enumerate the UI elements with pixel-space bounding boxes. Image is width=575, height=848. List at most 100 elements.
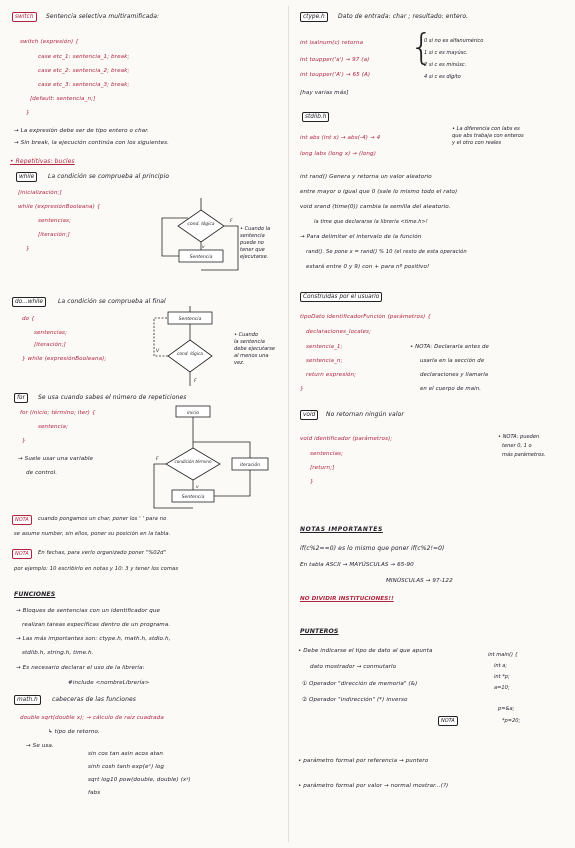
while-body-label: Sentencia [190,254,213,260]
notas-line: MINÚSCULAS → 97-122 [386,578,453,584]
ctype-brace-item: 1 si c es mayúsc. [424,50,468,56]
while-cond-label: cond. lógica [187,220,214,227]
construidas-code-line: declaraciones_locales; [306,329,372,335]
punteros-side-code: int *p; [494,674,510,680]
punteros-line: ① Operador "dirección de memoria" (&) [302,681,418,687]
dowhile-code-line: do { [22,316,35,322]
while-side-note: ejecutarse. [240,254,269,260]
for-code-line: } [22,438,26,444]
ctype-line: [hay varias más] [300,90,349,96]
repetitivas-heading: • Repetitivas: bucles [10,158,75,165]
while-code-line: [iteración;] [38,232,70,238]
dowhile-side-note: vez. [234,360,245,366]
construidas-code-line: sentencia_1; [306,344,343,350]
punteros-line: • parámetro formal por valor → normal mo… [298,783,449,789]
ctype-brace: { [410,27,433,68]
punteros-heading: PUNTEROS [300,628,339,635]
dowhile-heading: do...while [12,297,46,307]
void-code-line: void identificador (parámetros); [300,436,393,442]
construidas-code-line: } [300,386,304,392]
for-cond-label: condición término [175,459,212,464]
math-line: sqrt log10 pow(double, double) (xʸ) [88,777,191,783]
switch-note: → Sin break, la ejecución continúa con l… [14,140,170,146]
notas-heading: NOTAS IMPORTANTES [300,526,383,533]
left-column: switch Sentencia selectiva multiramifica… [8,0,286,848]
while-heading: while [16,172,38,182]
math-line: double sqrt(double x); → cálculo de raíz… [20,715,164,721]
dowhile-side-note: al menos una [234,353,269,359]
notas-line: NO DIVIDIR INSTITUCIONES!! [300,596,394,602]
switch-heading: switch [12,12,37,22]
stdlib-line: → Para delimitar el intervalo de la func… [300,234,422,240]
switch-code-line: case etc_3: sentencia_3; break; [38,82,130,88]
void-code-line: sentencias; [310,451,344,457]
funciones-line: → Bloques de sentencias con un identific… [16,608,161,614]
punteros-line: ② Operador "indirección" (*) inverso [302,697,408,703]
notas-line: En tabla ASCII → MAYÚSCULAS → 65-90 [300,562,414,568]
math-line: sinh cosh tanh exp(eˣ) log [88,764,165,770]
math-line: ↳ tipo de retorno. [48,729,100,735]
punteros-line: dato mostrador → conmutarlo [310,664,397,670]
funciones-line: #include <nombreLibrería> [68,680,150,686]
for-note: → Suele usar una variable [18,456,94,462]
void-side-note: más parámetros. [502,452,546,458]
nota2-line: por ejemplo: 10 escribirlo en notas y 10… [14,566,179,572]
switch-code-line: [default: sentencia_n;] [30,96,96,102]
stdlib-side-note: que abs trabaja con enteros [452,133,524,139]
for-iter-label: iteración [240,461,260,468]
for-heading: for [14,393,28,403]
ctype-line: int toupper('a') → 97 (a) [300,57,370,63]
dowhile-code-line: sentencias; [34,330,68,336]
stdlib-line: estará entre 0 y 9) con + para nº positi… [306,264,430,270]
ctype-description: Dato de entrada: char ; resultado: enter… [338,13,469,20]
math-line: fabs [88,790,101,796]
ctype-line: int toupper('A') → 65 (A) [300,72,371,78]
dowhile-code-line: } while (expresiónBooleana); [22,356,107,362]
switch-code-line: } [26,110,30,116]
construidas-code-line: sentencia_n; [306,358,343,364]
while-false-label: F [230,218,233,224]
switch-code-line: case etc_1: sentencia_1; break; [38,54,130,60]
construidas-code-line: tipoDato identificadorFunción (parámetro… [300,314,431,320]
funciones-line: realizan tareas específicas dentro de un… [22,622,171,628]
stdlib-line: la time que declararse la librería <time… [314,219,428,225]
while-side-note: sentencia [240,233,265,239]
column-divider [288,6,289,842]
funciones-line: stdlib.h, string.h, time.h. [22,650,94,656]
funciones-line: → Las más importantes son: ctype.h, math… [16,636,171,642]
math-line: sin cos tan asin acos atan [88,751,163,757]
ctype-brace-item: 4 si c es dígito [424,74,461,80]
stdlib-line: int abs (int x) → abs(-4) → 4 [300,135,381,141]
funciones-line: → Es necesario declarar el uso de la lib… [16,665,145,671]
dowhile-cond-label: cond. lógica [177,350,203,357]
math-heading: math.h [14,695,41,705]
punteros-line: • parámetro formal por referencia → punt… [298,758,429,764]
construidas-heading: Construidas por el usuario [300,292,383,302]
stdlib-side-note: y el otro con reales [452,140,502,146]
punteros-side-code: int main() { [488,652,518,658]
for-note: de control. [26,470,58,476]
construidas-note: declaraciones y llamarla [420,372,489,378]
for-code-line: for (inicio; término; iter) { [20,410,96,416]
construidas-note: usarla en la sección de [420,358,485,364]
stdlib-line: entre mayor o igual que 0 (sale lo mismo… [300,189,458,195]
for-false-label: F [156,456,159,462]
nota1-line: cuando pongamos un char, poner los ' ' p… [38,516,167,522]
ctype-brace-item: 2 si c es minúsc. [424,62,467,68]
stdlib-line: int rand() Genera y retorna un valor ale… [300,174,432,180]
while-code-line: sentencias; [38,218,72,224]
dowhile-code-line: [iteración;] [34,342,66,348]
while-code-line: [inicialización;] [18,190,62,196]
while-side-note: tener que [240,247,265,253]
dowhile-true-label: V [156,348,160,354]
ctype-heading: ctype.h [300,12,328,22]
ctype-line: int isalnum(c) retorna [300,40,364,46]
while-side-note: • Cuando la [240,226,271,232]
nota1-line: se asume number, sin ellos, poner su pos… [14,531,171,537]
ctype-brace-item: 0 si no es alfanumérico [424,38,484,44]
switch-note: → La expresión debe ser de tipo entero o… [14,128,150,134]
for-init-label: inicio [187,410,199,416]
punteros-side-code: *p=20; [502,718,521,724]
nota1-tag: NOTA [12,515,32,525]
